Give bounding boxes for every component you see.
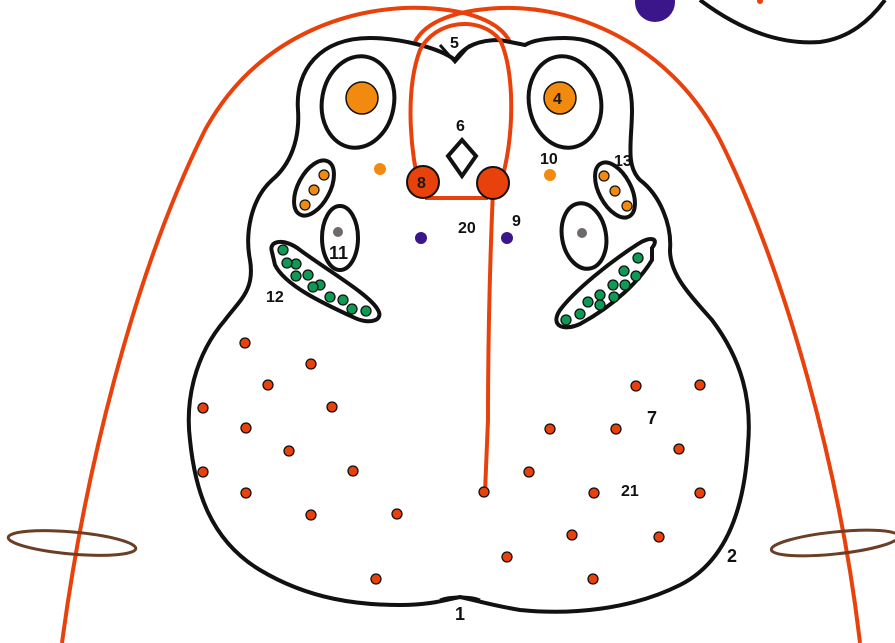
- red-dot-18: [674, 444, 684, 454]
- red-dot-26: [479, 487, 489, 497]
- green-dot-right-3: [631, 271, 641, 281]
- red-dot-8: [198, 467, 208, 477]
- top-right-outline: [700, 0, 885, 42]
- green-dot-left-4: [303, 270, 313, 280]
- green-dot-left-7: [308, 282, 318, 292]
- green-dot-left-10: [347, 304, 357, 314]
- red-dot-22: [567, 530, 577, 540]
- green-dot-left-5: [291, 271, 301, 281]
- green-dot-right-5: [620, 280, 630, 290]
- label-4: 4: [553, 91, 562, 108]
- label-9: 9: [512, 213, 521, 230]
- red-dot-17: [611, 424, 621, 434]
- chamber-dot-right-1: [599, 171, 609, 181]
- green-dot-left-11: [361, 306, 371, 316]
- green-dot-left-9: [338, 295, 348, 305]
- grey-dot-left: [333, 227, 343, 237]
- label-7: 7: [647, 408, 657, 428]
- red-dot-12: [392, 509, 402, 519]
- red-dot-23: [654, 532, 664, 542]
- green-dot-right-4: [608, 280, 618, 290]
- label-5: 5: [450, 35, 459, 52]
- chamber-dot-left-2: [309, 185, 319, 195]
- bottom-notch: [440, 597, 480, 600]
- purple-dot-right: [501, 232, 513, 244]
- red-dot-1: [240, 338, 250, 348]
- orange-dot-left: [374, 163, 386, 175]
- red-dot-3: [263, 380, 273, 390]
- red-dot-4: [198, 403, 208, 413]
- red-dot-2: [306, 359, 316, 369]
- purple-dot-left: [415, 232, 427, 244]
- label-20: 20: [458, 220, 476, 237]
- label-1: 1: [455, 604, 465, 624]
- outer-curve-left: [62, 8, 510, 643]
- orange-dot-right: [544, 169, 556, 181]
- red-dot-16: [545, 424, 555, 434]
- red-dot-7: [284, 446, 294, 456]
- green-dot-left-3: [282, 258, 292, 268]
- red-dot-13: [371, 574, 381, 584]
- red-dot-6: [241, 423, 251, 433]
- red-dot-9: [348, 466, 358, 476]
- green-dot-right-11: [561, 315, 571, 325]
- green-dot-right-10: [575, 309, 585, 319]
- red-dot-11: [306, 510, 316, 520]
- brown-ring-right: [770, 525, 895, 560]
- green-dot-right-8: [583, 297, 593, 307]
- red-dot-scatter: [198, 338, 705, 584]
- body-outline: [189, 38, 749, 612]
- chamber-dot-right-2: [610, 186, 620, 196]
- red-dot-19: [524, 467, 534, 477]
- red-dot-24: [502, 552, 512, 562]
- red-dot-14: [631, 381, 641, 391]
- red-node-right: [477, 167, 509, 199]
- green-dot-right-7: [609, 292, 619, 302]
- outer-curve-right: [415, 8, 860, 643]
- brown-ring-left: [7, 526, 136, 559]
- grey-dot-right: [577, 228, 587, 238]
- green-dot-right-9: [595, 300, 605, 310]
- green-dot-right-2: [619, 266, 629, 276]
- red-dot-5: [327, 402, 337, 412]
- green-dot-left-8: [325, 292, 335, 302]
- purple-blob-top: [635, 0, 675, 22]
- label-2: 2: [727, 546, 737, 566]
- red-dot-25: [588, 574, 598, 584]
- label-13: 13: [614, 153, 632, 170]
- orange-node-left: [346, 82, 378, 114]
- inner-curve-loop: [411, 24, 512, 190]
- green-dot-right-6: [595, 290, 605, 300]
- center-diamond: [448, 140, 476, 176]
- chamber-dot-left-3: [300, 200, 310, 210]
- label-10: 10: [540, 151, 558, 168]
- red-dot-15: [695, 380, 705, 390]
- label-21: 21: [621, 483, 639, 500]
- green-dot-left-1: [278, 245, 288, 255]
- label-6: 6: [456, 118, 465, 135]
- red-dot-20: [589, 488, 599, 498]
- green-dot-right-1: [633, 253, 643, 263]
- red-dot-21: [695, 488, 705, 498]
- midline-curve: [485, 190, 493, 492]
- top-right-small-dot: [757, 0, 763, 4]
- red-dot-10: [241, 488, 251, 498]
- label-12: 12: [266, 289, 284, 306]
- label-11: 11: [329, 243, 348, 263]
- chamber-dot-left-1: [319, 170, 329, 180]
- label-8: 8: [417, 175, 426, 192]
- chamber-dot-right-3: [622, 201, 632, 211]
